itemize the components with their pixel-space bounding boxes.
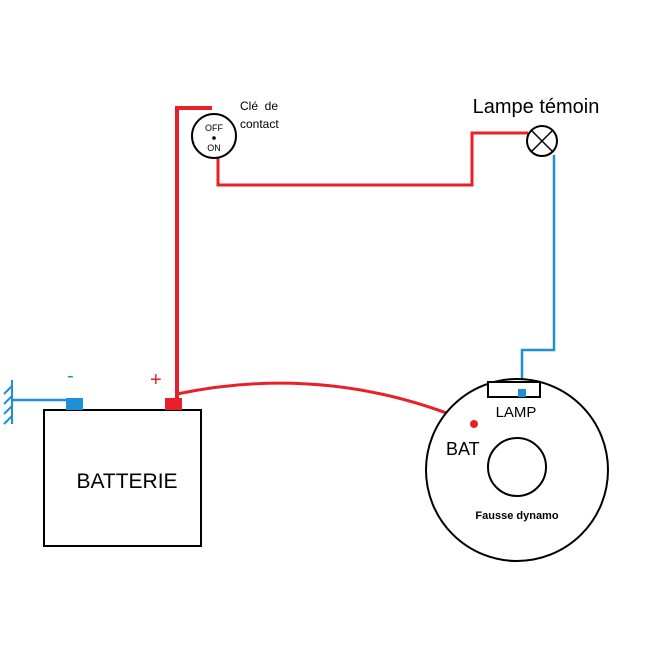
dynamo-lamp-terminal: [518, 389, 526, 397]
wire-battery-to-switch: [175, 106, 212, 400]
ground-icon: [3, 380, 13, 425]
battery-label: BATTERIE: [76, 470, 177, 493]
dynamo-lamp-label: LAMP: [496, 404, 537, 421]
dynamo-bat-terminal: [470, 420, 478, 428]
lamp-cross-icon: [526, 125, 558, 157]
dynamo-shaft: [487, 437, 547, 497]
dynamo-lamp-terminal-block: [487, 381, 541, 398]
wire-switch-to-lamp: [216, 131, 528, 187]
wire-battery-to-bat: [176, 381, 475, 426]
battery-body: [43, 409, 202, 547]
switch-label-line1: Clé de: [240, 99, 278, 113]
switch-off-label: OFF: [205, 123, 223, 133]
ignition-switch: [191, 113, 237, 159]
dynamo-caption: Fausse dynamo: [475, 510, 558, 522]
switch-label-line2: contact: [240, 117, 279, 131]
dynamo-bat-label: BAT: [446, 439, 480, 459]
battery-negative-symbol: -: [67, 365, 74, 387]
lamp-label: Lampe témoin: [473, 96, 600, 118]
battery-positive-symbol: +: [150, 369, 162, 391]
switch-pivot-dot: [212, 136, 216, 140]
wire-lamp-to-dynamo: [520, 155, 556, 390]
switch-on-label: ON: [207, 143, 221, 153]
battery-negative-terminal: [66, 398, 83, 410]
battery-positive-terminal: [165, 398, 182, 410]
